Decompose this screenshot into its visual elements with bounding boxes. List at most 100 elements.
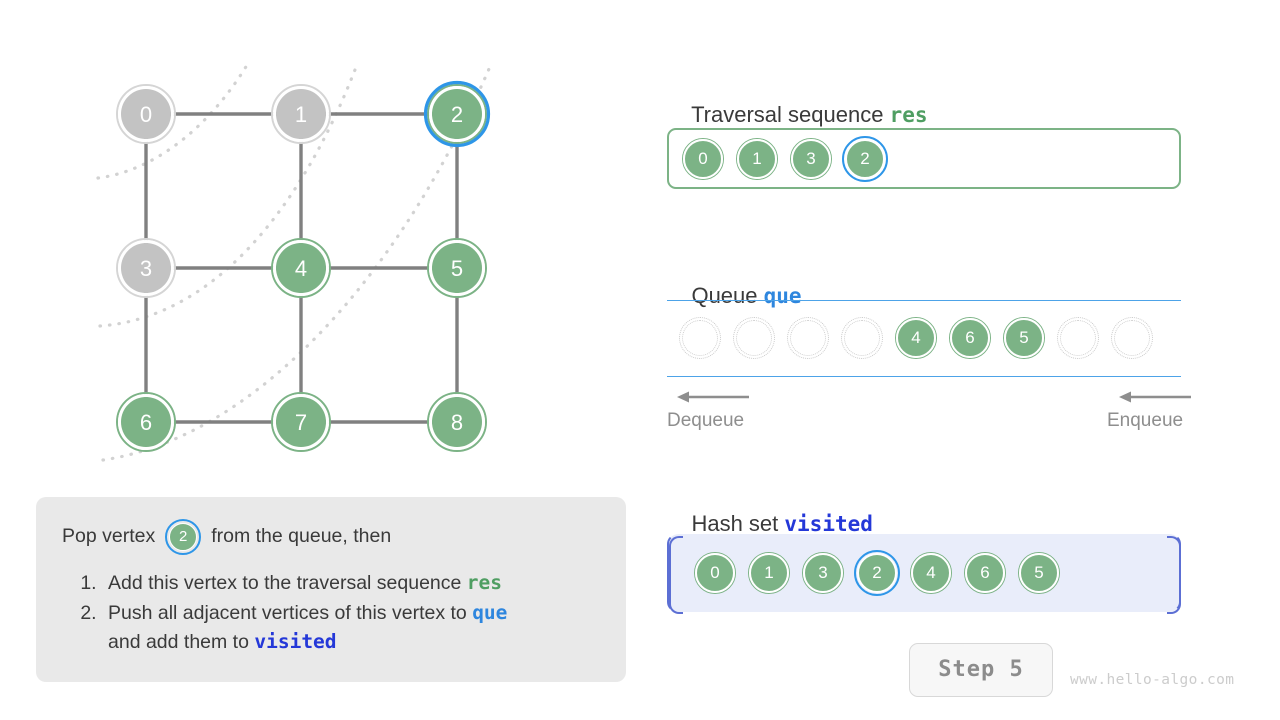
queue-empty-slot[interactable] <box>679 317 721 359</box>
graph-node-4[interactable]: 4 <box>271 238 331 298</box>
graph-panel: 0 1 2 3 4 5 6 7 8 <box>0 0 640 500</box>
chip-ring <box>1111 317 1153 359</box>
graph-nodes: 0 1 2 3 4 5 6 7 8 <box>116 80 491 452</box>
node-outer-ring <box>427 84 487 144</box>
caption-lead-after: from the queue, then <box>211 525 392 548</box>
chip-label <box>1112 318 1152 358</box>
node-gap-ring <box>273 240 329 296</box>
queue-item-5[interactable]: 5 <box>1003 317 1045 359</box>
queue-empty-slot[interactable] <box>841 317 883 359</box>
node-core <box>432 243 482 293</box>
visited-title-text: Hash set <box>691 511 785 536</box>
chip-ring <box>910 552 952 594</box>
graph-node-0[interactable]: 0 <box>116 84 176 144</box>
chip-label: 6 <box>965 553 1005 593</box>
visited-item-0[interactable]: 0 <box>694 552 736 594</box>
graph-node-8[interactable]: 8 <box>427 392 487 452</box>
queue-item-4[interactable]: 4 <box>895 317 937 359</box>
node-gap-ring <box>429 394 485 450</box>
chip-label: 4 <box>911 553 951 593</box>
queue-empty-slot[interactable] <box>1057 317 1099 359</box>
chip-label: 3 <box>791 138 831 179</box>
res-title-text: Traversal sequence <box>691 102 890 127</box>
graph-node-2[interactable]: 2 <box>423 80 491 148</box>
node-outer-ring <box>116 238 176 298</box>
node-label: 7 <box>295 410 307 435</box>
res-item-3[interactable]: 3 <box>790 137 832 180</box>
chip-inner-ring <box>1114 320 1150 356</box>
node-core <box>432 397 482 447</box>
enqueue-arrow-icon <box>1119 391 1191 403</box>
node-outer-ring <box>116 84 176 144</box>
caption-step-list: Add this vertex to the traversal sequenc… <box>62 569 600 656</box>
chip-inner-ring <box>736 320 772 356</box>
queue-empty-slot[interactable] <box>787 317 829 359</box>
chip-label: 0 <box>695 553 735 593</box>
visited-item-6[interactable]: 6 <box>964 552 1006 594</box>
node-outer-ring <box>271 392 331 452</box>
caption-step-2-code: que <box>472 601 508 625</box>
caption-lead-before: Pop vertex <box>62 525 156 548</box>
graph-node-7[interactable]: 7 <box>271 392 331 452</box>
caption-lead-line: Pop vertex 2 from the queue, then <box>62 519 600 555</box>
node-outer-ring <box>271 84 331 144</box>
res-section-title: Traversal sequence res <box>667 76 927 154</box>
node-label: 2 <box>451 102 463 127</box>
visited-title-code: visited <box>784 512 873 536</box>
chip-label: 1 <box>749 553 789 593</box>
node-label: 3 <box>140 256 152 281</box>
chip-inner-ring <box>1060 320 1096 356</box>
graph-node-5[interactable]: 5 <box>427 238 487 298</box>
chip-label: 5 <box>1004 318 1044 358</box>
res-item-0[interactable]: 0 <box>682 137 724 180</box>
visited-item-1[interactable]: 1 <box>748 552 790 594</box>
node-core <box>121 397 171 447</box>
chip-label: 3 <box>803 553 843 593</box>
chip-inner-ring <box>682 320 718 356</box>
res-item-1[interactable]: 1 <box>736 137 778 180</box>
node-label: 6 <box>140 410 152 435</box>
chip-label: 6 <box>950 318 990 358</box>
node-core <box>432 89 482 139</box>
chip-ring <box>842 135 888 182</box>
queue-empty-slot[interactable] <box>1111 317 1153 359</box>
wave-curve-3 <box>101 60 494 462</box>
dequeue-label: Dequeue <box>667 410 745 431</box>
visited-item-2[interactable]: 2 <box>854 550 900 596</box>
queue-title-code: que <box>763 284 802 308</box>
visited-item-3[interactable]: 3 <box>802 552 844 594</box>
node-label: 0 <box>140 102 152 127</box>
visited-item-5[interactable]: 5 <box>1018 552 1060 594</box>
chip-label: 0 <box>683 138 723 179</box>
visited-item-4[interactable]: 4 <box>910 552 952 594</box>
graph-canvas: 0 1 2 3 4 5 6 7 8 <box>96 58 494 462</box>
chip-label <box>680 318 720 358</box>
graph-node-3[interactable]: 3 <box>116 238 176 298</box>
chip-ring <box>679 317 721 359</box>
chip-label: 1 <box>737 138 777 179</box>
graph-node-1[interactable]: 1 <box>271 84 331 144</box>
chip-ring <box>682 137 724 180</box>
chip-ring <box>736 137 778 180</box>
chip-inner-ring <box>844 320 880 356</box>
chip-ring <box>841 317 883 359</box>
chip-label <box>1058 318 1098 358</box>
node-core <box>121 89 171 139</box>
node-core <box>276 397 326 447</box>
chip-label: 2 <box>857 553 897 593</box>
chip-ring <box>949 317 991 359</box>
caption-vertex-badge: 2 <box>165 519 202 555</box>
node-gap-ring <box>118 394 174 450</box>
dequeue-arrow-icon <box>677 391 749 403</box>
graph-node-6[interactable]: 6 <box>116 392 176 452</box>
node-outer-ring <box>427 238 487 298</box>
queue-item-6[interactable]: 6 <box>949 317 991 359</box>
node-label: 8 <box>451 410 463 435</box>
queue-section-title: Queue que <box>667 257 802 335</box>
queue-empty-slot[interactable] <box>733 317 775 359</box>
caption-step-1-code: res <box>466 571 503 594</box>
res-item-2[interactable]: 2 <box>842 135 888 182</box>
node-label: 4 <box>295 256 307 281</box>
